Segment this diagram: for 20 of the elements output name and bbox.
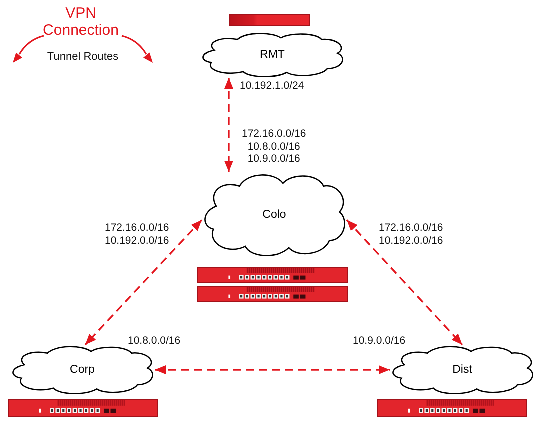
vpn-tunnel-arrow [224, 78, 234, 172]
vpn-tunnel-arrow [346, 220, 464, 346]
subnet-label: 10.9.0.0/16 [353, 335, 406, 348]
network-cloud [10, 345, 155, 395]
legend-note: Tunnel Routes [47, 51, 119, 64]
network-cloud [200, 32, 345, 78]
network-cloud [202, 172, 347, 258]
vpn-tunnel-arrow [155, 366, 390, 374]
site-name: Corp [70, 363, 95, 377]
route-label: 172.16.0.0/16 10.192.0.0/16 [105, 222, 170, 247]
network-cloud [390, 345, 535, 395]
subnet-label: 10.8.0.0/16 [128, 335, 181, 348]
legend-title: VPN Connection [43, 5, 119, 39]
vpn-tunnel-arrow [84, 220, 203, 346]
site-name: Colo [262, 208, 286, 222]
subnet-label: 10.192.1.0/24 [240, 80, 304, 92]
route-label: 172.16.0.0/16 10.192.0.0/16 [379, 222, 444, 247]
route-label: 172.16.0.0/16 10.8.0.0/16 10.9.0.0/16 [242, 128, 306, 166]
site-name: RMT [260, 48, 285, 62]
site-name: Dist [452, 363, 472, 377]
